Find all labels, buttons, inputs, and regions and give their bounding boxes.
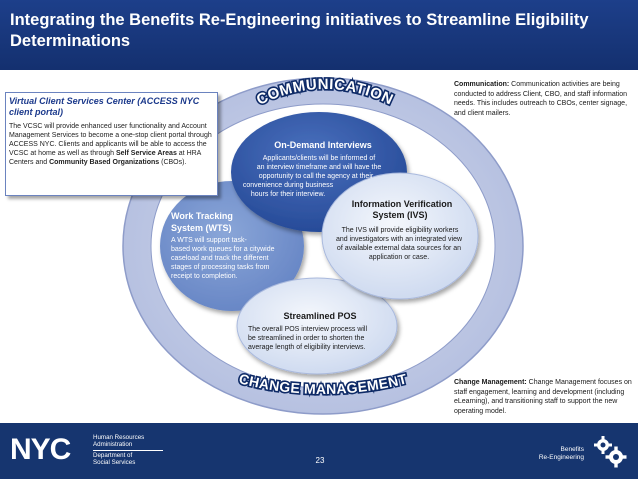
wts-title: Work Tracking bbox=[171, 211, 233, 221]
vcsc-body: The VCSC will provide enhanced user func… bbox=[9, 122, 214, 167]
agency-line: Social Services bbox=[93, 459, 136, 467]
vcsc-body-bold: Community Based Organizations bbox=[49, 159, 160, 166]
footer bbox=[0, 423, 638, 479]
footer-divider bbox=[0, 419, 638, 423]
pos-line: be streamlined in order to shorten the bbox=[248, 335, 364, 342]
ivs-line: of available external data sources for a… bbox=[337, 245, 461, 252]
on-demand-line: hours for their interview. bbox=[251, 191, 325, 198]
communication-note-text: Communication activities are being condu… bbox=[454, 81, 628, 117]
wts-line: receipt to completion. bbox=[171, 273, 238, 280]
pos-circle bbox=[236, 277, 398, 375]
agency-line: Administration bbox=[93, 441, 133, 449]
wts-title: System (WTS) bbox=[171, 223, 232, 233]
vcsc-body-bold: Self Service Areas bbox=[116, 150, 177, 157]
vcsc-body-text: at HRA Centers and bbox=[9, 150, 201, 166]
pos-line: average length of eligibility interviews… bbox=[248, 344, 366, 351]
bre-line: Re-Engineering bbox=[538, 454, 584, 461]
on-demand-line: an interview timeframe and will have the bbox=[257, 164, 382, 171]
bre-line: Benefits bbox=[560, 446, 585, 453]
nyc-logo: NYC bbox=[10, 433, 71, 466]
page-title: Integrating the Benefits Re-Engineering … bbox=[10, 11, 589, 50]
pos-title: Streamlined POS bbox=[283, 311, 356, 321]
change-management-note-text: Change Management focuses on staff engag… bbox=[454, 379, 632, 415]
on-demand-line: Applicants/clients will be informed of bbox=[263, 155, 375, 162]
ivs-line: The IVS will provide eligibility workers bbox=[342, 227, 459, 234]
agency-divider bbox=[93, 449, 163, 451]
title-bar: Integrating the Benefits Re-Engineering … bbox=[0, 0, 638, 70]
ivs-title: Information Verification bbox=[352, 199, 453, 209]
change-management-note-label: Change Management: bbox=[454, 379, 527, 386]
agency-line: Human Resources bbox=[93, 434, 145, 441]
vcsc-callout: Virtual Client Services Center (ACCESS N… bbox=[5, 92, 218, 196]
ivs-circle bbox=[321, 172, 479, 300]
vcsc-body-text: (CBOs). bbox=[159, 159, 187, 166]
on-demand-line: convenience during business bbox=[243, 182, 334, 189]
pos-line: The overall POS interview process will bbox=[248, 326, 367, 333]
wts-line: caseload and track the different bbox=[171, 255, 269, 262]
wts-line: based work queues for a citywide bbox=[171, 246, 275, 253]
vcsc-title: Virtual Client Services Center (ACCESS N… bbox=[9, 96, 200, 117]
communication-note-label: Communication: bbox=[454, 81, 510, 88]
benefits-reengineering-label: Benefits Re-Engineering bbox=[500, 446, 584, 462]
page-number: 23 bbox=[315, 456, 325, 465]
gear-icon bbox=[594, 436, 627, 468]
vcsc-body-text: The VCSC will provide enhanced user func… bbox=[9, 123, 212, 157]
change-management-note: Change Management: Change Management foc… bbox=[454, 378, 634, 416]
agency-line: Department of bbox=[93, 451, 133, 459]
ivs-title: System (IVS) bbox=[372, 210, 427, 220]
wts-line: stages of processing tasks from bbox=[171, 264, 270, 271]
wts-line: A WTS will support task- bbox=[171, 237, 248, 244]
on-demand-title: On-Demand Interviews bbox=[274, 140, 372, 150]
ivs-line: and investigators with an integrated vie… bbox=[336, 236, 463, 243]
on-demand-line: opportunity to call the agency at their bbox=[259, 173, 374, 180]
ivs-line: application or case. bbox=[369, 254, 429, 261]
agency-name: Human Resources Administration Departmen… bbox=[93, 434, 163, 467]
communication-note: Communication: Communication activities … bbox=[454, 80, 634, 118]
